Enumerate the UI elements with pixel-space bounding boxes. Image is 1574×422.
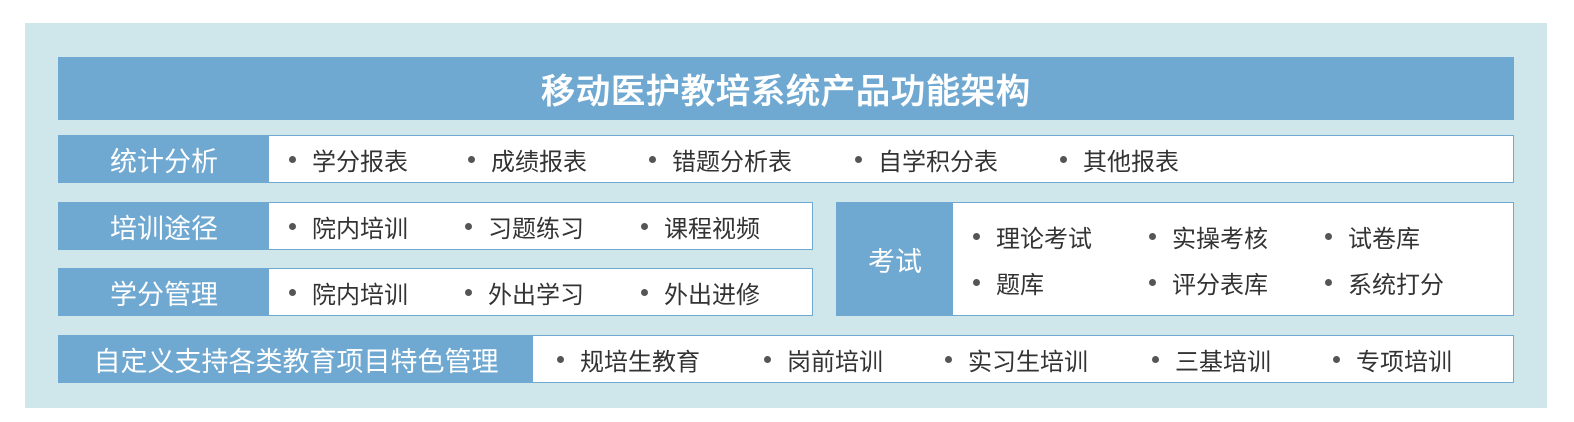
- bullet-icon: [1060, 155, 1067, 163]
- bullet-icon: [641, 222, 648, 230]
- list-item: 实操考核: [1149, 213, 1325, 259]
- list-item: 外出学习: [465, 275, 641, 310]
- row-custom-education: 自定义支持各类教育项目特色管理 规培生教育 岗前培训 实习生培训 三基培训 专项…: [58, 335, 1514, 383]
- row-items: 院内培训 习题练习 课程视频: [269, 203, 812, 249]
- list-item: 评分表库: [1149, 259, 1325, 305]
- row-label: 培训途径: [59, 203, 269, 249]
- item-label: 外出进修: [664, 280, 760, 309]
- list-item: 系统打分: [1325, 259, 1501, 305]
- bullet-icon: [289, 288, 296, 296]
- item-label: 理论考试: [996, 224, 1092, 253]
- item-label: 错题分析表: [672, 147, 792, 176]
- item-label: 其他报表: [1083, 147, 1179, 176]
- bullet-icon: [649, 155, 656, 163]
- item-label: 评分表库: [1172, 270, 1268, 299]
- bullet-icon: [1149, 232, 1156, 240]
- bullet-icon: [764, 355, 771, 363]
- row-credit-management: 学分管理 院内培训 外出学习 外出进修: [58, 268, 813, 316]
- list-item: 错题分析表: [649, 142, 855, 177]
- list-item: 题库: [973, 259, 1149, 305]
- list-item: 院内培训: [289, 275, 465, 310]
- bullet-icon: [641, 288, 648, 296]
- list-item: 学分报表: [289, 142, 468, 177]
- item-label: 专项培训: [1356, 347, 1452, 376]
- bullet-icon: [557, 355, 564, 363]
- list-item: 岗前培训: [764, 342, 945, 377]
- bullet-icon: [855, 155, 862, 163]
- exam-items: 理论考试 实操考核 试卷库 题库 评分表库 系统打分: [953, 203, 1513, 315]
- bullet-icon: [1149, 278, 1156, 286]
- list-item: 成绩报表: [468, 142, 649, 177]
- row-items: 学分报表 成绩报表 错题分析表 自学积分表 其他报表: [269, 136, 1513, 182]
- bullet-icon: [973, 232, 980, 240]
- list-item: 院内培训: [289, 209, 465, 244]
- row-exams: 考试 理论考试 实操考核 试卷库 题库 评分表库 系统打分: [836, 202, 1514, 316]
- item-label: 题库: [996, 270, 1044, 299]
- item-label: 三基培训: [1175, 347, 1271, 376]
- list-item: 试卷库: [1325, 213, 1501, 259]
- bullet-icon: [289, 155, 296, 163]
- item-label: 院内培训: [312, 214, 408, 243]
- row-label: 自定义支持各类教育项目特色管理: [59, 336, 533, 382]
- item-label: 实操考核: [1172, 224, 1268, 253]
- item-label: 习题练习: [488, 214, 584, 243]
- bullet-icon: [1152, 355, 1159, 363]
- item-label: 自学积分表: [878, 147, 998, 176]
- bullet-icon: [1325, 232, 1332, 240]
- row-statistics: 统计分析 学分报表 成绩报表 错题分析表 自学积分表 其他报表: [58, 135, 1514, 183]
- list-item: 规培生教育: [557, 342, 764, 377]
- bullet-icon: [468, 155, 475, 163]
- bullet-icon: [973, 278, 980, 286]
- item-label: 规培生教育: [580, 347, 700, 376]
- row-label: 学分管理: [59, 269, 269, 315]
- list-item: 自学积分表: [855, 142, 1060, 177]
- item-label: 院内培训: [312, 280, 408, 309]
- list-item: 课程视频: [641, 209, 760, 244]
- list-item: 外出进修: [641, 275, 760, 310]
- row-items: 院内培训 外出学习 外出进修: [269, 269, 812, 315]
- item-label: 系统打分: [1348, 270, 1444, 299]
- list-item: 理论考试: [973, 213, 1149, 259]
- list-item: 实习生培训: [945, 342, 1152, 377]
- list-item: 习题练习: [465, 209, 641, 244]
- bullet-icon: [289, 222, 296, 230]
- row-label: 考试: [837, 203, 953, 315]
- item-label: 岗前培训: [787, 347, 883, 376]
- row-training-channels: 培训途径 院内培训 习题练习 课程视频: [58, 202, 813, 250]
- bullet-icon: [1325, 278, 1332, 286]
- item-label: 试卷库: [1348, 224, 1420, 253]
- bullet-icon: [465, 222, 472, 230]
- bullet-icon: [465, 288, 472, 296]
- item-label: 成绩报表: [491, 147, 587, 176]
- item-label: 实习生培训: [968, 347, 1088, 376]
- item-label: 课程视频: [664, 214, 760, 243]
- diagram-title: 移动医护教培系统产品功能架构: [58, 57, 1514, 120]
- row-label: 统计分析: [59, 136, 269, 182]
- bullet-icon: [1333, 355, 1340, 363]
- item-label: 外出学习: [488, 280, 584, 309]
- row-items: 规培生教育 岗前培训 实习生培训 三基培训 专项培训: [533, 336, 1513, 382]
- list-item: 其他报表: [1060, 142, 1179, 177]
- list-item: 专项培训: [1333, 342, 1452, 377]
- bullet-icon: [945, 355, 952, 363]
- list-item: 三基培训: [1152, 342, 1333, 377]
- item-label: 学分报表: [312, 147, 408, 176]
